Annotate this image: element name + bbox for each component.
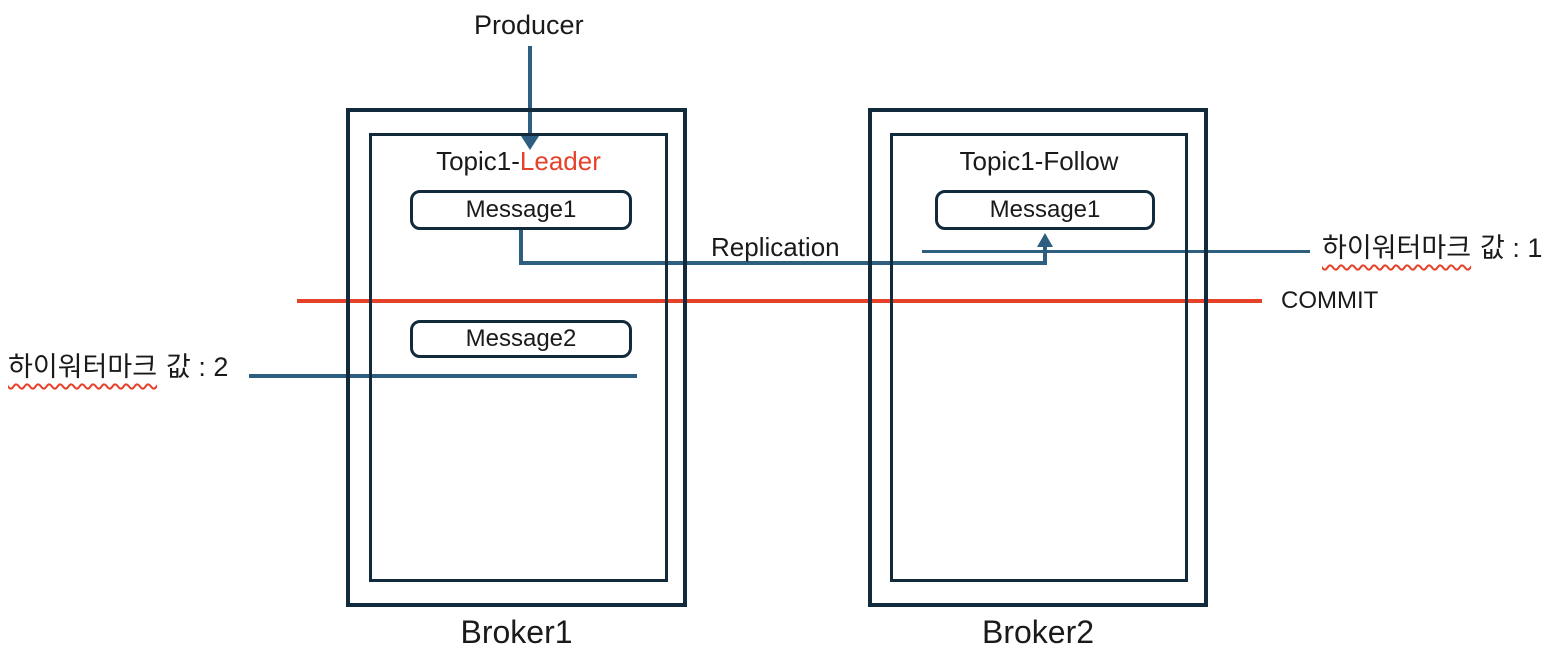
high-watermark-1-label: 하이워터마크 값 : 1	[1322, 233, 1542, 264]
broker2-box: Topic1-Follow Message1	[868, 108, 1208, 607]
high-watermark-1-line	[922, 250, 1310, 253]
broker1-message2-box: Message2	[410, 320, 632, 358]
broker1-box: Topic1-Leader Message1 Message2	[346, 108, 687, 607]
broker2-label: Broker2	[981, 614, 1095, 650]
high-watermark-2-term: 하이워터마크	[8, 352, 158, 382]
producer-arrowhead-icon	[521, 136, 539, 150]
high-watermark-1-term: 하이워터마크	[1322, 233, 1472, 263]
broker2-message1-box: Message1	[935, 190, 1155, 230]
broker2-topic-title: Topic1-Follow	[959, 146, 1119, 176]
high-watermark-1-value: 값 : 1	[1480, 233, 1543, 263]
topic1-leader-highlight-text: Leader	[519, 146, 601, 176]
commit-label: COMMIT	[1281, 287, 1379, 314]
replication-label: Replication	[711, 232, 840, 262]
replication-line-up	[1043, 247, 1047, 265]
commit-line	[297, 299, 1262, 303]
topic1-prefix-text: Topic1-	[436, 146, 520, 176]
replication-line-horizontal	[519, 261, 1047, 265]
broker1-topic-title: Topic1-Leader	[372, 146, 665, 177]
broker1-topic-partition-box: Topic1-Leader Message1 Message2	[369, 133, 668, 582]
replication-arrowhead-icon	[1037, 233, 1053, 247]
producer-label: Producer	[474, 10, 584, 40]
high-watermark-2-label: 하이워터마크 값 : 2	[8, 352, 228, 383]
producer-arrow-line	[528, 46, 532, 135]
broker2-topic-partition-box: Topic1-Follow Message1	[890, 133, 1188, 582]
replication-line-down	[519, 230, 523, 265]
broker1-message1-box: Message1	[410, 190, 632, 230]
broker1-label: Broker1	[460, 614, 573, 650]
high-watermark-2-value: 값 : 2	[166, 352, 229, 382]
high-watermark-2-line	[249, 374, 637, 378]
